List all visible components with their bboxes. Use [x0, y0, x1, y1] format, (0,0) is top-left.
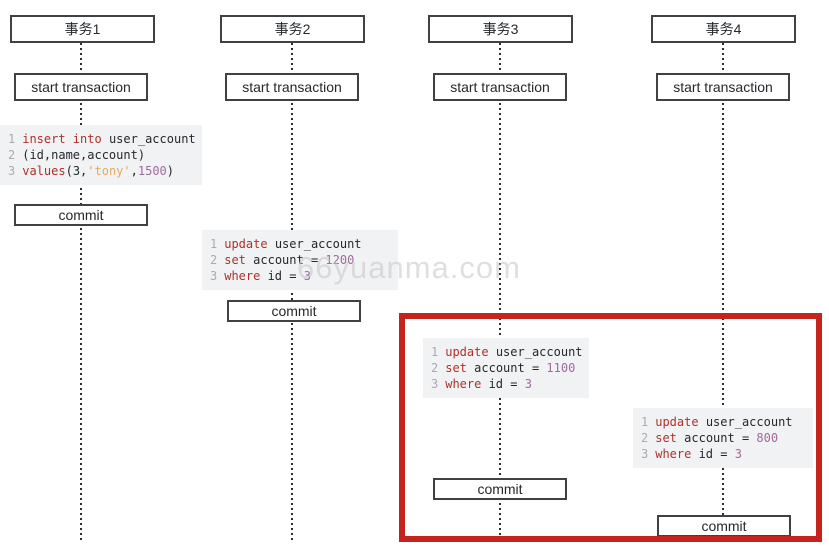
transaction-1-title-box: 事务1: [10, 15, 155, 43]
transaction-3-start-label: start transaction: [450, 79, 550, 95]
transaction-2-start-box: start transaction: [225, 73, 359, 101]
transaction-4-commit-box: commit: [657, 515, 791, 537]
transaction-2-title: 事务2: [274, 21, 311, 37]
transaction-1-commit-box: commit: [14, 204, 148, 226]
lifeline-transaction-1: [80, 43, 82, 540]
transaction-2-commit-label: commit: [271, 303, 317, 319]
transaction-3-title: 事务3: [482, 21, 519, 37]
lifeline-transaction-3: [499, 43, 501, 540]
transaction-1-start-label: start transaction: [31, 79, 131, 95]
transaction-3-commit-label: commit: [477, 481, 523, 497]
transaction-1-title: 事务1: [64, 21, 101, 37]
lifeline-transaction-4: [722, 43, 724, 540]
transaction-4-title: 事务4: [705, 21, 742, 37]
lifeline-transaction-2: [291, 43, 293, 540]
transaction-3-start-box: start transaction: [433, 73, 567, 101]
transaction-4-start-label: start transaction: [673, 79, 773, 95]
transaction-2-start-label: start transaction: [242, 79, 342, 95]
transaction-4-title-box: 事务4: [651, 15, 796, 43]
transaction-1-start-box: start transaction: [14, 73, 148, 101]
transaction-2-title-box: 事务2: [220, 15, 365, 43]
transaction-3-commit-box: commit: [433, 478, 567, 500]
transaction-4-commit-label: commit: [701, 518, 747, 534]
transaction-1-commit-label: commit: [58, 207, 104, 223]
transaction-2-commit-box: commit: [227, 300, 361, 322]
transaction-4-start-box: start transaction: [656, 73, 790, 101]
transaction-3-title-box: 事务3: [428, 15, 573, 43]
